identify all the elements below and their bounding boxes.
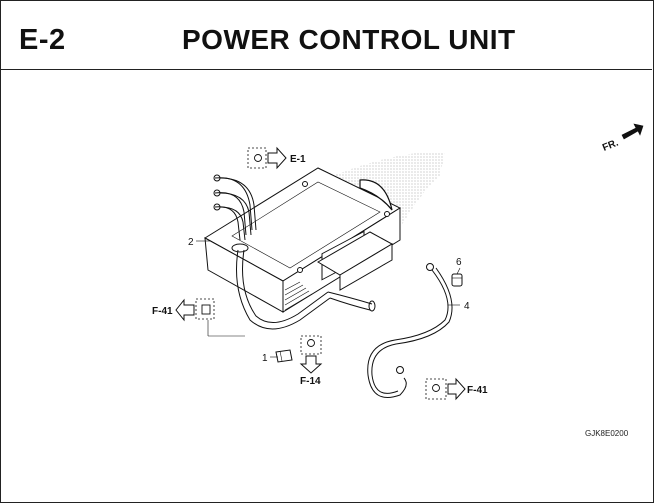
cable-terminal-1	[213, 174, 221, 182]
page-title: POWER CONTROL UNIT	[182, 24, 516, 55]
mount-hole-top	[302, 181, 308, 187]
heat-sink-fins	[284, 281, 313, 311]
ground-terminal-bottom	[396, 366, 404, 374]
harness-grommet	[231, 243, 249, 253]
ground-cable	[367, 263, 453, 398]
arrow-right-icon	[267, 146, 287, 170]
ref-box-left	[195, 298, 215, 320]
ref-label-left: F-41	[152, 306, 173, 317]
title-divider	[0, 69, 652, 70]
ref-box-right	[425, 378, 447, 400]
callout-1: 1	[262, 353, 268, 364]
fasteners	[201, 154, 440, 392]
fastener-left	[201, 304, 211, 315]
arrow-down-icon	[299, 355, 323, 374]
unit-top-inset	[231, 181, 381, 269]
arrow-right-icon-2	[447, 377, 466, 401]
ref-label-bottom: F-14	[300, 376, 321, 387]
callout-2: 2	[188, 237, 194, 248]
leader-lines	[196, 240, 461, 358]
ref-label-top: E-1	[290, 154, 306, 165]
cable-terminal-3	[213, 203, 221, 211]
clip-part-1	[275, 349, 293, 363]
harness-end	[368, 300, 376, 312]
reference-boxes	[195, 147, 447, 400]
power-control-unit	[204, 167, 402, 313]
fr-label: FR.	[601, 137, 620, 153]
hv-cable-bundle	[213, 174, 257, 241]
mount-hole-front	[297, 267, 303, 273]
callout-4: 4	[464, 301, 470, 312]
cable-terminal-2	[213, 189, 221, 197]
callout-6: 6	[456, 257, 462, 268]
bolt-part-6	[451, 273, 463, 287]
mount-hole-right	[384, 211, 390, 217]
wire-harness	[231, 243, 376, 330]
section-code: E-2	[19, 24, 66, 56]
fr-arrow-icon	[621, 123, 644, 140]
fastener-top	[254, 154, 262, 162]
fastener-bottom	[307, 339, 315, 347]
front-direction-marker: FR.	[601, 123, 644, 154]
ref-label-right: F-41	[467, 385, 488, 396]
ref-box-bottom	[300, 335, 322, 355]
fastener-right	[432, 384, 440, 392]
ground-terminal-top	[426, 263, 434, 271]
arrow-left-icon	[175, 298, 195, 322]
drawing-code: GJK8E0200	[585, 429, 629, 438]
reference-arrows	[175, 146, 466, 401]
ref-box-top	[247, 147, 267, 169]
cable-clamp-ring	[359, 179, 393, 211]
connector-block-c	[339, 243, 393, 291]
